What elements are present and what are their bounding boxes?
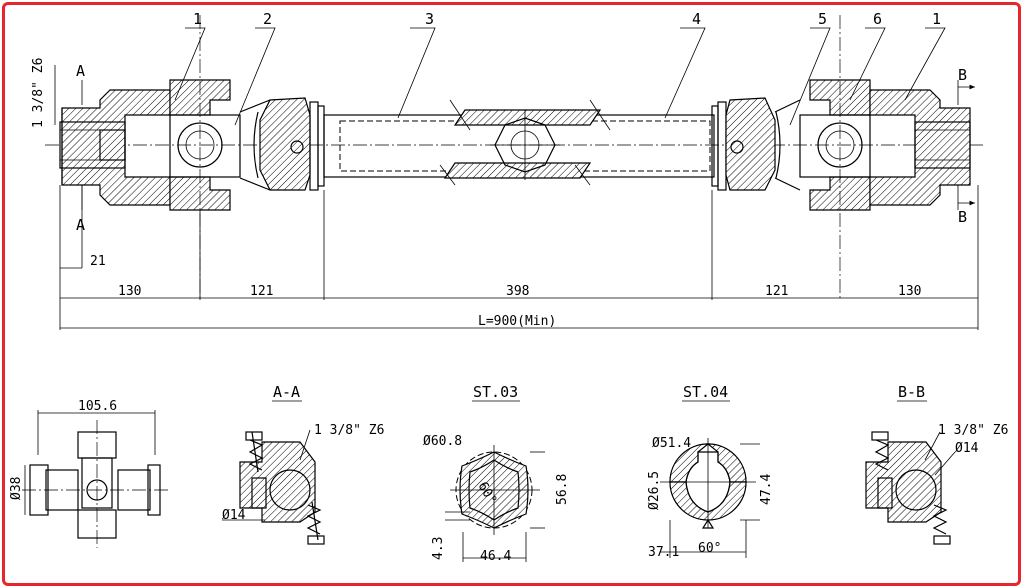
section-b-top: B <box>958 66 967 84</box>
callout-6: 6 <box>873 10 882 28</box>
left-yoke <box>169 15 241 300</box>
view-bb-title: B-B <box>898 383 925 401</box>
view-st03-dia: Ø60.8 <box>423 434 462 449</box>
view-bb-thread: 1 3/8" Z6 <box>938 423 1008 438</box>
callout-1-right: 1 <box>932 10 941 28</box>
main-shaft-view <box>45 15 985 330</box>
tube <box>323 99 715 186</box>
view-st04-inner: Ø26.5 <box>647 471 662 510</box>
view-st03-wall: 4.3 <box>431 537 446 560</box>
view-bb-section <box>865 431 956 545</box>
callout-1-left: 1 <box>193 10 202 28</box>
dim-398: 398 <box>506 284 529 299</box>
thread-label-main: 1 3/8" Z6 <box>31 58 46 128</box>
section-a-top: A <box>76 62 85 80</box>
view-aa-section <box>222 429 325 545</box>
view-st03-width: 46.4 <box>480 549 511 564</box>
callout-4: 4 <box>692 10 701 28</box>
view-st04-title: ST.04 <box>683 383 728 401</box>
callout-3: 3 <box>425 10 434 28</box>
view-st03-height: 56.8 <box>555 474 570 505</box>
section-b-bottom: B <box>958 208 967 226</box>
dim-121-left: 121 <box>250 284 273 299</box>
section-a-bottom: A <box>76 216 85 234</box>
right-slip-yoke <box>711 97 801 191</box>
left-hub <box>59 89 171 206</box>
view-st04-width: 37.1 <box>648 545 679 560</box>
view-bb-dia: Ø14 <box>955 441 979 456</box>
dim-121-right: 121 <box>765 284 788 299</box>
view-aa-thread: 1 3/8" Z6 <box>314 423 384 438</box>
view-st04-dia: Ø51.4 <box>652 436 691 451</box>
callout-5: 5 <box>818 10 827 28</box>
view-st04-section <box>660 438 760 558</box>
left-slip-yoke <box>239 97 325 191</box>
callout-2: 2 <box>263 10 272 28</box>
view-st03-section <box>445 445 545 562</box>
view-st04-angle: 60° <box>698 541 721 556</box>
dim-130-left: 130 <box>118 284 141 299</box>
dim-130-right: 130 <box>898 284 921 299</box>
dim-total-length: L=900(Min) <box>478 314 556 329</box>
cross-dia-dim: Ø38 <box>9 477 24 500</box>
view-aa-title: A-A <box>273 383 300 401</box>
right-yoke <box>799 15 871 300</box>
cross-view <box>22 410 170 548</box>
view-st04-height: 47.4 <box>759 474 774 505</box>
view-aa-dia: Ø14 <box>222 508 246 523</box>
right-hub <box>869 89 971 206</box>
dim-21: 21 <box>90 254 106 269</box>
cross-width-dim: 105.6 <box>78 399 117 414</box>
view-st03-title: ST.03 <box>473 383 518 401</box>
